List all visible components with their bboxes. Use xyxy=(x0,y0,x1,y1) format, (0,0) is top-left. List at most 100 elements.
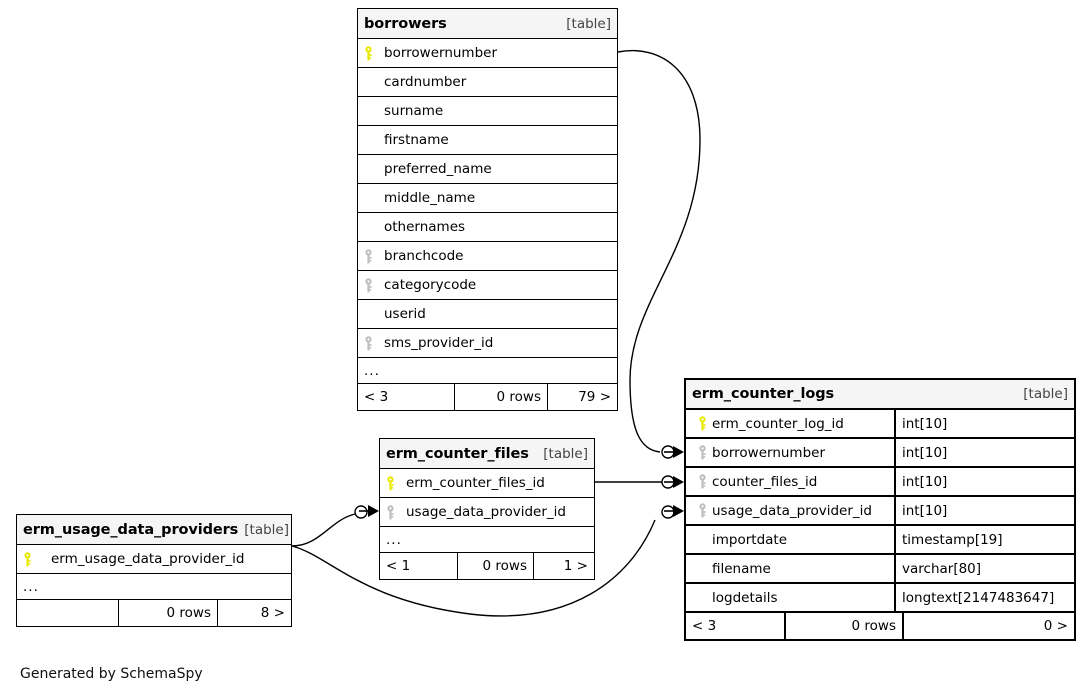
table-type-tag: [table] xyxy=(543,445,588,462)
column-row-middle-name[interactable]: middle_name xyxy=(358,184,617,213)
column-name: erm_usage_data_provider_id xyxy=(51,551,245,567)
column-row-cardnumber[interactable]: cardnumber xyxy=(358,68,617,97)
footer-parents-count[interactable]: < 3 xyxy=(364,389,389,405)
column-row-preferred-name[interactable]: preferred_name xyxy=(358,155,617,184)
column-type: int[10] xyxy=(894,410,1074,437)
key-icon-none xyxy=(358,184,378,212)
footer-children-count[interactable]: 79 > xyxy=(547,384,617,410)
column-name: middle_name xyxy=(384,190,476,206)
key-icon-none xyxy=(358,213,378,241)
column-row-counter-files-id[interactable]: counter_files_id int[10] xyxy=(686,468,1074,497)
footer-parents-count[interactable]: < 3 xyxy=(692,618,717,634)
table-footer-erm-counter-files: < 1 0 rows 1 > xyxy=(380,553,594,579)
column-row-erm-counter-files-id[interactable]: erm_counter_files_id xyxy=(380,469,594,498)
key-icon-primary xyxy=(358,39,378,67)
more-columns-indicator[interactable]: ... xyxy=(358,358,617,384)
column-name: counter_files_id xyxy=(712,473,818,490)
column-name: filename xyxy=(712,560,771,577)
table-footer-erm-counter-logs: < 3 0 rows 0 > xyxy=(686,613,1074,639)
column-type: int[10] xyxy=(894,468,1074,495)
table-header-erm-usage-data-providers: erm_usage_data_providers [table] xyxy=(17,515,291,545)
column-row-surname[interactable]: surname xyxy=(358,97,617,126)
column-row-usage-data-provider-id[interactable]: usage_data_provider_id int[10] xyxy=(686,497,1074,526)
table-title: erm_counter_files xyxy=(386,445,529,462)
column-type: longtext[2147483647] xyxy=(894,584,1074,611)
column-row-logdetails[interactable]: logdetails longtext[2147483647] xyxy=(686,584,1074,613)
edge-usage-providers-to-counter-files xyxy=(291,513,356,547)
column-row-erm-usage-data-provider-id[interactable]: erm_usage_data_provider_id xyxy=(17,545,291,574)
column-name: importdate xyxy=(712,531,788,548)
column-name-cell: filename xyxy=(686,555,894,582)
column-row-usage-data-provider-id[interactable]: usage_data_provider_id xyxy=(380,498,594,527)
column-name-cell: logdetails xyxy=(686,584,894,611)
column-row-categorycode[interactable]: categorycode xyxy=(358,271,617,300)
footer-parents-count[interactable] xyxy=(17,600,118,626)
key-icon-primary xyxy=(692,416,712,431)
column-row-branchcode[interactable]: branchcode xyxy=(358,242,617,271)
table-type-tag: [table] xyxy=(244,521,289,538)
key-icon-none xyxy=(358,126,378,154)
column-name: preferred_name xyxy=(384,161,492,177)
column-name: othernames xyxy=(384,219,466,235)
column-name: firstname xyxy=(384,132,449,148)
column-type: int[10] xyxy=(894,497,1074,524)
footer-children-count[interactable]: 0 > xyxy=(902,613,1074,639)
table-header-borrowers: borrowers [table] xyxy=(358,9,617,39)
table-title: erm_counter_logs xyxy=(692,386,835,402)
table-type-tag: [table] xyxy=(1023,386,1068,402)
column-row-erm-counter-log-id[interactable]: erm_counter_log_id int[10] xyxy=(686,410,1074,439)
column-row-borrowernumber[interactable]: borrowernumber int[10] xyxy=(686,439,1074,468)
column-name: categorycode xyxy=(384,277,477,293)
table-footer-erm-usage-data-providers: 0 rows 8 > xyxy=(17,600,291,626)
column-name: branchcode xyxy=(384,248,464,264)
table-title: borrowers xyxy=(364,15,447,32)
column-name: erm_counter_log_id xyxy=(712,415,844,432)
footer-row-count: 0 rows xyxy=(457,553,533,579)
table-erm-counter-logs[interactable]: erm_counter_logs [table] erm_counter_log… xyxy=(684,378,1076,641)
column-name-cell: erm_counter_log_id xyxy=(686,410,894,437)
table-erm-counter-files[interactable]: erm_counter_files [table] erm_counter_fi… xyxy=(379,438,595,580)
column-name: usage_data_provider_id xyxy=(406,504,566,520)
column-row-userid[interactable]: userid xyxy=(358,300,617,329)
column-name-cell: usage_data_provider_id xyxy=(686,497,894,524)
footer-parents-count[interactable]: < 1 xyxy=(386,558,411,574)
column-row-filename[interactable]: filename varchar[80] xyxy=(686,555,1074,584)
key-icon-primary xyxy=(17,545,37,573)
more-columns-indicator[interactable]: ... xyxy=(380,527,594,553)
table-title: erm_usage_data_providers xyxy=(23,521,239,538)
column-row-othernames[interactable]: othernames xyxy=(358,213,617,242)
column-name-cell: counter_files_id xyxy=(686,468,894,495)
table-erm-usage-data-providers[interactable]: erm_usage_data_providers [table] erm_usa… xyxy=(16,514,292,627)
column-name: usage_data_provider_id xyxy=(712,502,872,519)
column-row-firstname[interactable]: firstname xyxy=(358,126,617,155)
key-icon-foreign xyxy=(692,445,712,460)
key-icon-none xyxy=(358,155,378,183)
column-row-importdate[interactable]: importdate timestamp[19] xyxy=(686,526,1074,555)
key-icon-none xyxy=(358,68,378,96)
column-row-borrowernumber[interactable]: borrowernumber xyxy=(358,39,617,68)
column-type: timestamp[19] xyxy=(894,526,1074,553)
key-icon-primary xyxy=(380,469,400,497)
column-type: int[10] xyxy=(894,439,1074,466)
column-row-sms-provider-id[interactable]: sms_provider_id xyxy=(358,329,617,358)
footer-row-count: 0 rows xyxy=(454,384,547,410)
footer-row-count: 0 rows xyxy=(784,613,902,639)
table-footer-borrowers: < 3 0 rows 79 > xyxy=(358,384,617,410)
generated-by-note: Generated by SchemaSpy xyxy=(20,666,203,682)
column-name: sms_provider_id xyxy=(384,335,494,351)
table-header-erm-counter-files: erm_counter_files [table] xyxy=(380,439,594,469)
more-columns-indicator[interactable]: ... xyxy=(17,574,291,600)
column-name: logdetails xyxy=(712,589,778,606)
key-icon-foreign xyxy=(358,242,378,270)
column-name: borrowernumber xyxy=(712,444,826,461)
key-icon-none xyxy=(358,300,378,328)
footer-children-count[interactable]: 8 > xyxy=(217,600,291,626)
column-name-cell: borrowernumber xyxy=(686,439,894,466)
footer-children-count[interactable]: 1 > xyxy=(533,553,594,579)
table-header-erm-counter-logs: erm_counter_logs [table] xyxy=(686,380,1074,410)
table-borrowers[interactable]: borrowers [table] borrowernumber cardnum… xyxy=(357,8,618,411)
column-name: erm_counter_files_id xyxy=(406,475,545,491)
column-name: borrowernumber xyxy=(384,45,498,61)
key-icon-none xyxy=(358,97,378,125)
